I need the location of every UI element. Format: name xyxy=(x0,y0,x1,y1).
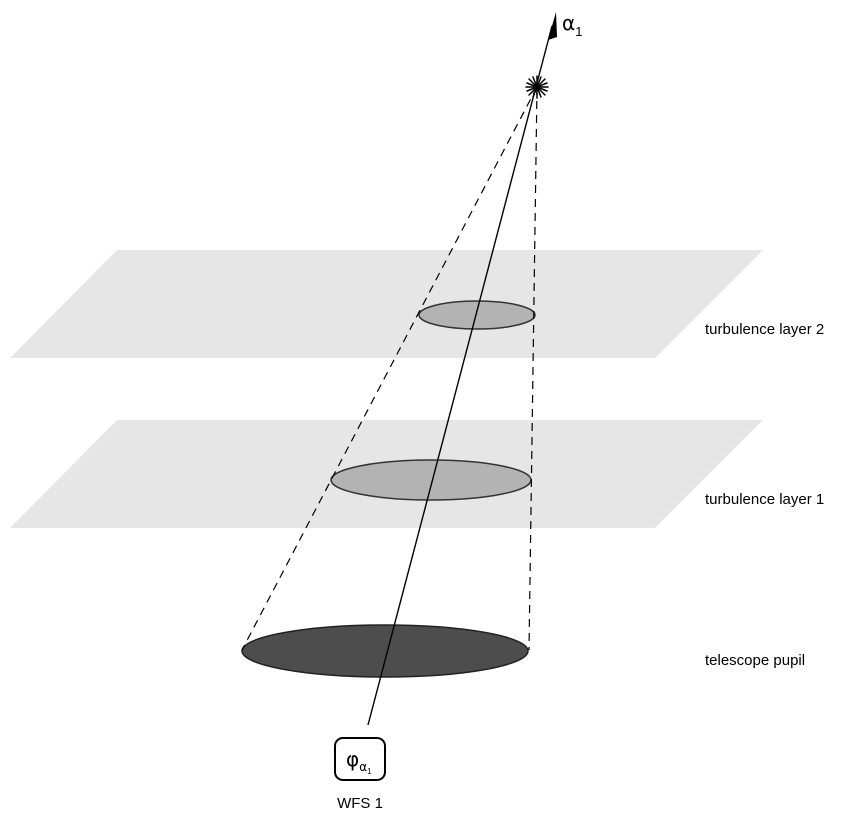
wfs-label: WFS 1 xyxy=(337,795,383,812)
direction-symbol: α xyxy=(562,11,575,35)
phase-symbol: φ xyxy=(346,747,359,771)
turbulence-layer-1-label: turbulence layer 1 xyxy=(705,491,824,508)
wfs-phase-symbol: φα1 xyxy=(346,747,372,776)
star-icon xyxy=(525,75,549,99)
layer-2-footprint xyxy=(418,300,536,330)
layer-1-footprint xyxy=(330,459,532,501)
direction-subscript: 1 xyxy=(575,24,582,39)
telescope-pupil-label: telescope pupil xyxy=(705,652,805,669)
cone-edge-left xyxy=(241,86,538,651)
turbulence-layer-2-plane xyxy=(10,250,763,358)
phase-subscript-index: 1 xyxy=(367,767,372,776)
turbulence-layer-2-label: turbulence layer 2 xyxy=(705,321,824,338)
telescope-pupil-disc xyxy=(241,624,529,678)
phase-subscript-symbol: α xyxy=(359,760,367,774)
wfs-box: φα1 xyxy=(334,737,386,781)
line-of-sight xyxy=(367,25,553,726)
cone-edge-right xyxy=(528,86,538,651)
direction-label: α1 xyxy=(562,11,582,39)
arrow-head-icon xyxy=(548,12,557,40)
